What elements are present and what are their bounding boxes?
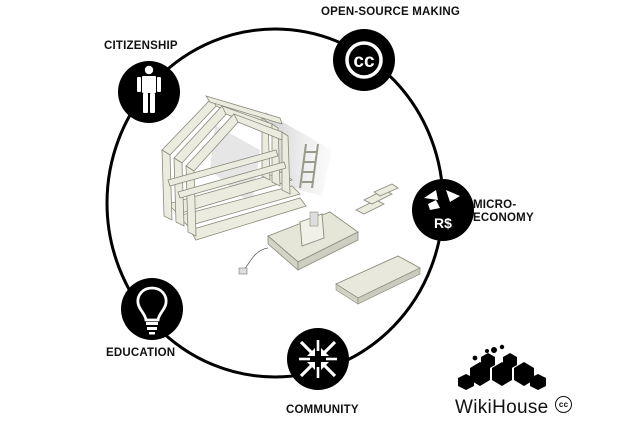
micro-economy-node: R$ (412, 179, 474, 241)
creative-commons-icon: cc (345, 41, 383, 79)
wikihouse-wordmark: WikiHouse (455, 397, 549, 418)
cc-badge-text: cc (558, 400, 569, 409)
wikihouse-frame-illustration (161, 95, 399, 241)
micro-economy-label-line1: MICRO- (473, 199, 517, 211)
open-source-node: cc (333, 29, 395, 91)
micro-economy-label: MICRO- ECONOMY (473, 199, 534, 225)
person-icon (137, 65, 161, 113)
citizenship-label: CITIZENSHIP (104, 40, 178, 52)
community-node (287, 328, 349, 390)
lightbulb-icon (136, 286, 168, 335)
cnc-machine-illustration (238, 211, 359, 275)
open-source-making-label: OPEN-SOURCE MAKING (321, 6, 461, 18)
creative-commons-badge: cc (555, 396, 573, 413)
cc-icon-text: cc (353, 51, 375, 72)
education-node (121, 278, 183, 340)
recycle-currency-icon: R$ (424, 190, 460, 231)
education-label: EDUCATION (106, 347, 176, 359)
wikihouse-brand: WikiHouse cc (455, 396, 573, 418)
currency-text: R$ (434, 215, 452, 231)
converging-arrows-icon (299, 340, 337, 378)
citizenship-node (118, 61, 180, 123)
community-label: COMMUNITY (286, 404, 359, 416)
micro-economy-label-line2: ECONOMY (473, 212, 534, 224)
wikihouse-hexagon-logo (458, 344, 546, 390)
